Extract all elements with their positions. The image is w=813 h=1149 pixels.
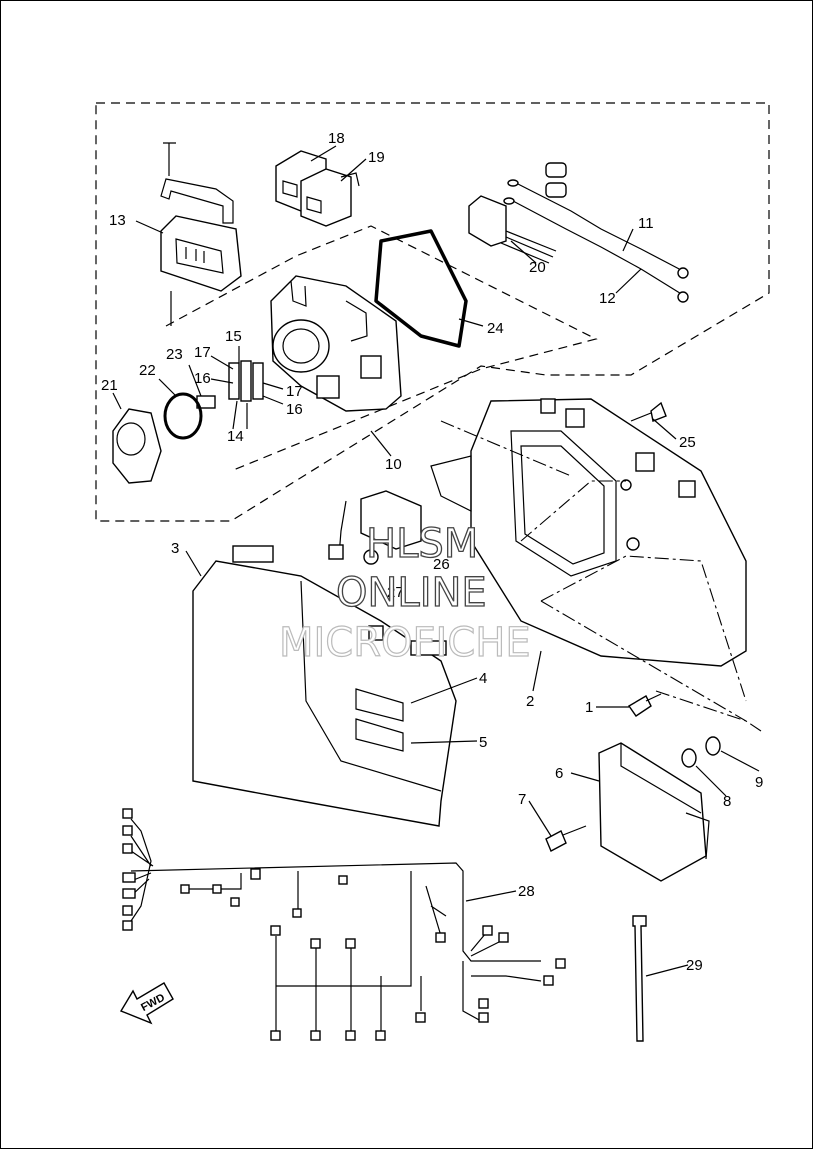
callout-10: 10	[385, 456, 402, 473]
callout-6: 6	[555, 765, 563, 782]
part-wire-harness	[122, 808, 566, 1041]
part-box	[430, 398, 747, 667]
callout-15: 15	[225, 328, 242, 345]
callout-23: 23	[166, 346, 183, 363]
callout-2: 2	[526, 693, 534, 710]
part-ecu	[598, 742, 710, 882]
part-cap	[112, 408, 162, 484]
callout-1: 1	[585, 699, 593, 716]
callout-9: 9	[755, 774, 763, 791]
part-relays	[275, 150, 360, 227]
callout-7: 7	[518, 791, 526, 808]
part-throttle-body	[270, 275, 402, 412]
callout-17b: 17	[286, 383, 303, 400]
callout-18: 18	[328, 130, 345, 147]
watermark: HLSM ONLINE MICROFICHE	[278, 520, 531, 666]
callout-14: 14	[227, 428, 244, 445]
watermark-line1: HLSM	[366, 521, 478, 567]
callout-4: 4	[479, 670, 487, 687]
callout-12: 12	[599, 290, 616, 307]
callout-28: 28	[518, 883, 535, 900]
part-cables	[503, 162, 689, 303]
part-sensor	[468, 195, 557, 264]
callout-21: 21	[101, 377, 118, 394]
callout-labels: 1 2 3 4 5 6 7 8 9 10 11 12 13 14 15 16 1…	[101, 130, 763, 974]
callout-26: 26	[433, 556, 450, 573]
callout-16a: 16	[194, 370, 211, 387]
callout-24: 24	[487, 320, 504, 337]
part-o-ring	[163, 392, 203, 440]
subgroup-outline	[165, 225, 598, 472]
part-bolts	[545, 401, 721, 852]
watermark-line2: ONLINE	[336, 570, 487, 616]
fwd-arrow-icon: FWD	[119, 982, 174, 1025]
callout-20: 20	[529, 259, 546, 276]
callout-3: 3	[171, 540, 179, 557]
group-outline	[95, 102, 770, 522]
part-main-cover	[192, 545, 457, 827]
part-coil	[328, 490, 422, 565]
part-gasket	[374, 229, 468, 348]
callout-5: 5	[479, 734, 487, 751]
part-cable-tie	[632, 915, 647, 1042]
callout-22: 22	[139, 362, 156, 379]
callout-8: 8	[723, 793, 731, 810]
callout-11: 11	[638, 215, 654, 232]
callout-17a: 17	[194, 344, 211, 361]
part-cover	[160, 142, 242, 326]
reference-lines	[440, 420, 762, 732]
callout-29: 29	[686, 957, 703, 974]
part-connector-set	[196, 360, 264, 409]
leader-lines	[112, 145, 760, 977]
callout-19: 19	[368, 149, 385, 166]
watermark-line3: MICROFICHE	[279, 620, 531, 666]
callout-25: 25	[679, 434, 696, 451]
callout-13: 13	[109, 212, 126, 229]
callout-16b: 16	[286, 401, 303, 418]
callout-27: 27	[387, 584, 404, 601]
